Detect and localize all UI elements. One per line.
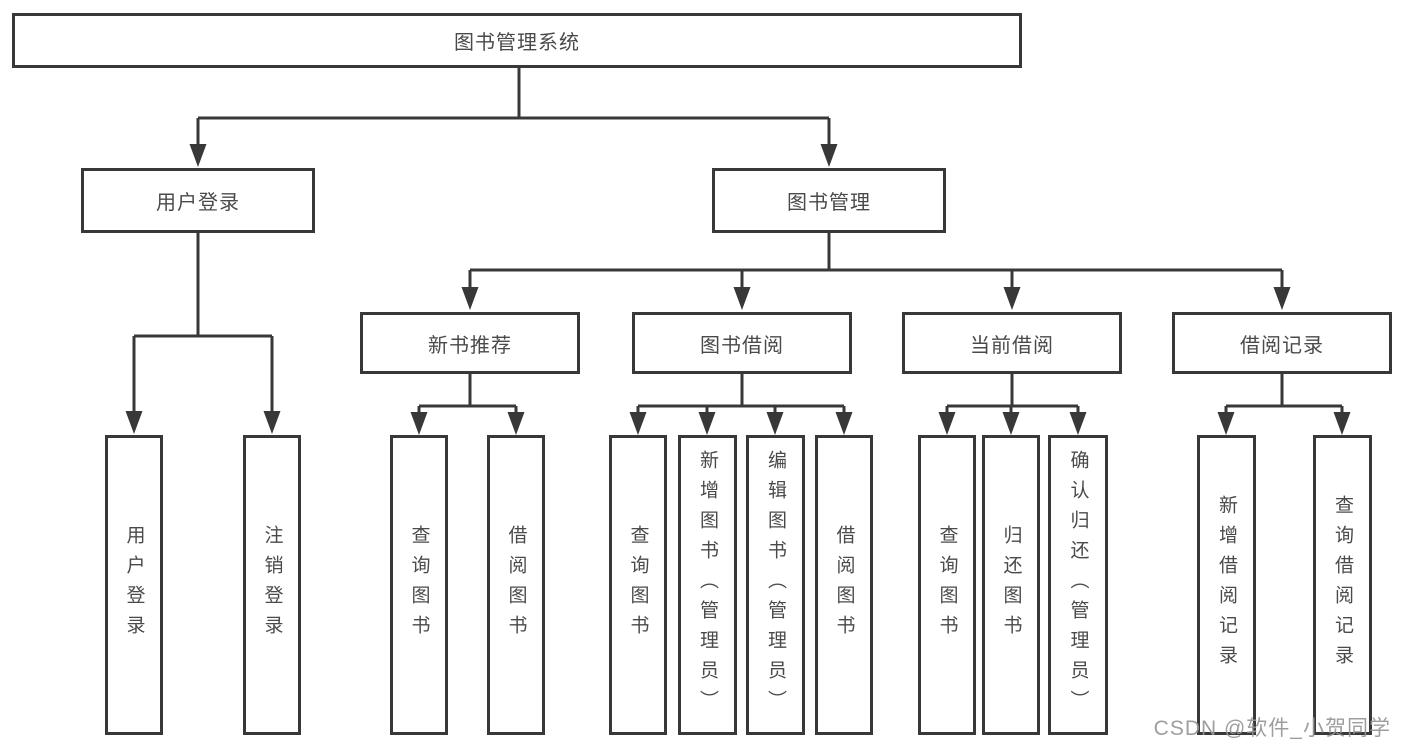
arrow-down-icon	[1002, 412, 1020, 435]
leaf-borrow-books: 借阅图书	[815, 435, 873, 735]
leaf-query-books-current: 查询图书	[918, 435, 976, 735]
leaf-query-books-borrow: 查询图书	[609, 435, 667, 735]
leaf-query-books-recommend: 查询图书	[390, 435, 448, 735]
leaf-query-borrow-record: 查询借阅记录	[1313, 435, 1372, 735]
node-label: 编辑图书（管理员）	[765, 450, 786, 720]
new-book-recommend-connectors	[410, 374, 525, 435]
arrow-down-icon	[938, 412, 956, 435]
node-label: 查询借阅记录	[1332, 495, 1353, 675]
book-borrow-connectors	[629, 374, 853, 435]
node-label: 确认归还（管理员）	[1067, 450, 1089, 720]
arrow-down-icon	[766, 412, 784, 435]
leaf-edit-book-admin: 编辑图书（管理员）	[746, 435, 805, 735]
arrow-down-icon	[1069, 412, 1087, 435]
node-label: 查询图书	[627, 525, 649, 645]
leaf-confirm-return-admin: 确认归还（管理员）	[1048, 435, 1108, 735]
borrow-records-connectors	[1217, 374, 1351, 435]
node-label: 图书管理系统	[454, 32, 580, 54]
leaf-add-borrow-record: 新增借阅记录	[1197, 435, 1256, 735]
arrow-down-icon	[507, 412, 525, 435]
node-current-borrow: 当前借阅	[902, 312, 1122, 374]
arrow-down-icon	[835, 412, 853, 435]
current-borrow-connectors	[938, 374, 1087, 435]
user-login-connectors	[125, 233, 281, 434]
arrow-down-icon	[461, 287, 479, 310]
node-label: 归还图书	[1000, 525, 1022, 645]
arrow-down-icon	[263, 411, 281, 434]
leaf-logout: 注销登录	[243, 435, 301, 735]
node-borrow-records: 借阅记录	[1172, 312, 1392, 374]
node-label: 借阅图书	[833, 525, 855, 645]
node-label: 图书借阅	[700, 334, 784, 357]
node-label: 注销登录	[261, 525, 283, 645]
arrow-down-icon	[733, 287, 751, 310]
arrow-down-icon	[410, 412, 428, 435]
node-label: 用户登录	[156, 192, 240, 214]
arrow-down-icon	[1333, 412, 1351, 435]
arrow-down-icon	[629, 412, 647, 435]
node-label: 查询图书	[408, 525, 430, 645]
arrow-down-icon	[189, 144, 207, 167]
node-label: 当前借阅	[970, 334, 1054, 357]
node-book-borrow: 图书借阅	[632, 312, 852, 374]
leaf-user-login: 用户登录	[105, 435, 163, 735]
node-label: 图书管理	[787, 192, 871, 214]
arrow-down-icon	[820, 144, 838, 167]
arrow-down-icon	[1217, 412, 1235, 435]
node-label: 新增图书（管理员）	[697, 450, 718, 720]
node-label: 新书推荐	[428, 334, 512, 357]
arrow-down-icon	[125, 411, 143, 434]
node-user-login: 用户登录	[81, 168, 315, 233]
arrow-down-icon	[698, 412, 716, 435]
node-label: 查询图书	[936, 525, 958, 645]
leaf-add-book-admin: 新增图书（管理员）	[678, 435, 737, 735]
node-book-management: 图书管理	[712, 168, 946, 233]
root-connectors	[189, 68, 838, 167]
node-new-book-recommend: 新书推荐	[360, 312, 580, 374]
node-label: 借阅记录	[1240, 334, 1324, 357]
node-library-system: 图书管理系统	[12, 13, 1022, 68]
book-management-connectors	[461, 233, 1291, 310]
arrow-down-icon	[1003, 287, 1021, 310]
node-label: 借阅图书	[505, 525, 527, 645]
csdn-watermark: CSDN @软件_小贺同学	[1153, 717, 1391, 740]
node-label: 用户登录	[123, 525, 145, 645]
leaf-borrow-books-recommend: 借阅图书	[487, 435, 545, 735]
arrow-down-icon	[1273, 287, 1291, 310]
node-label: 新增借阅记录	[1216, 495, 1237, 675]
leaf-return-book: 归还图书	[982, 435, 1040, 735]
